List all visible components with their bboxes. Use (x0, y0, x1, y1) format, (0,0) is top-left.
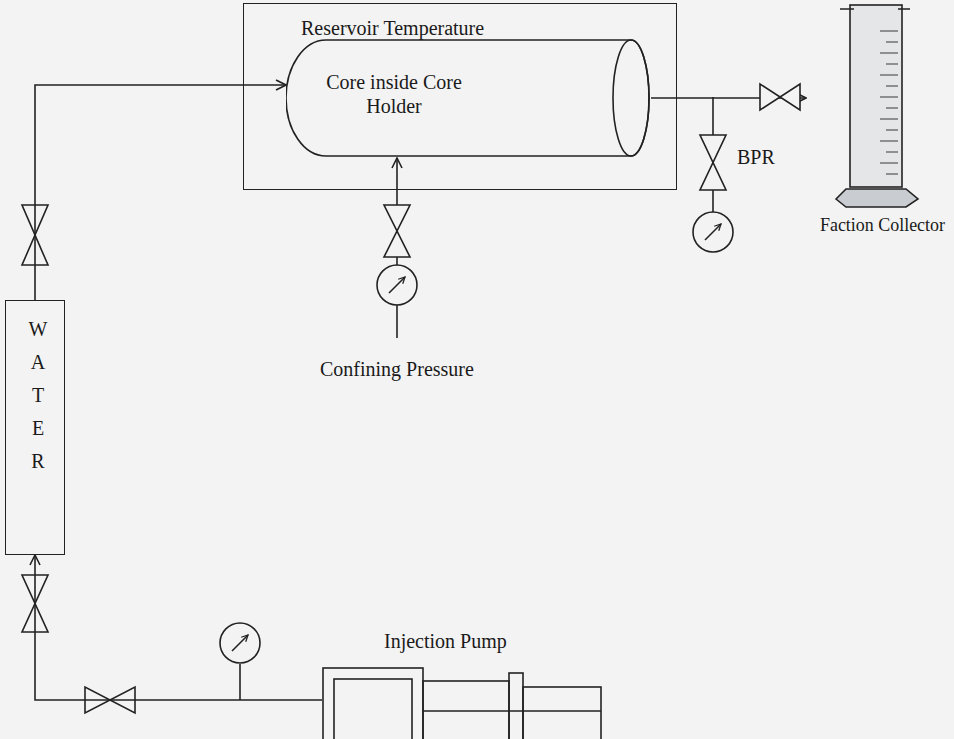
valve (384, 205, 410, 257)
node-label: Core inside Core Holder (324, 70, 464, 118)
valve-label: BPR (737, 146, 775, 169)
pressure-gauge (377, 265, 417, 305)
cylinder-outline (286, 39, 651, 157)
node-label: Reservoir Temperature (301, 16, 621, 40)
node-label: Injection Pump (384, 629, 564, 653)
pressure-gauge (693, 212, 733, 252)
node-label: WATER (28, 313, 48, 478)
pipe-connector (35, 85, 286, 300)
collector-node: Faction Collector (806, 3, 951, 248)
outlet-valve (760, 84, 800, 110)
gauge-needle (705, 224, 721, 240)
cylinder-node: Core inside Core Holder (286, 39, 651, 157)
bpr-valve (700, 135, 726, 190)
gauge-needle (389, 277, 405, 293)
box-node: Reservoir TemperatureCore inside Core Ho… (243, 3, 677, 190)
gauge-needle (232, 635, 248, 651)
pressure-gauge (220, 623, 260, 663)
node-label: Faction Collector (810, 215, 954, 237)
gauge-line (239, 664, 241, 700)
pipe-connector (35, 555, 322, 700)
box-node: WATER (5, 300, 65, 555)
pressure-label: Confining Pressure (320, 358, 474, 381)
collector-outline (806, 3, 951, 248)
pump-node: Injection Pump (322, 625, 604, 739)
